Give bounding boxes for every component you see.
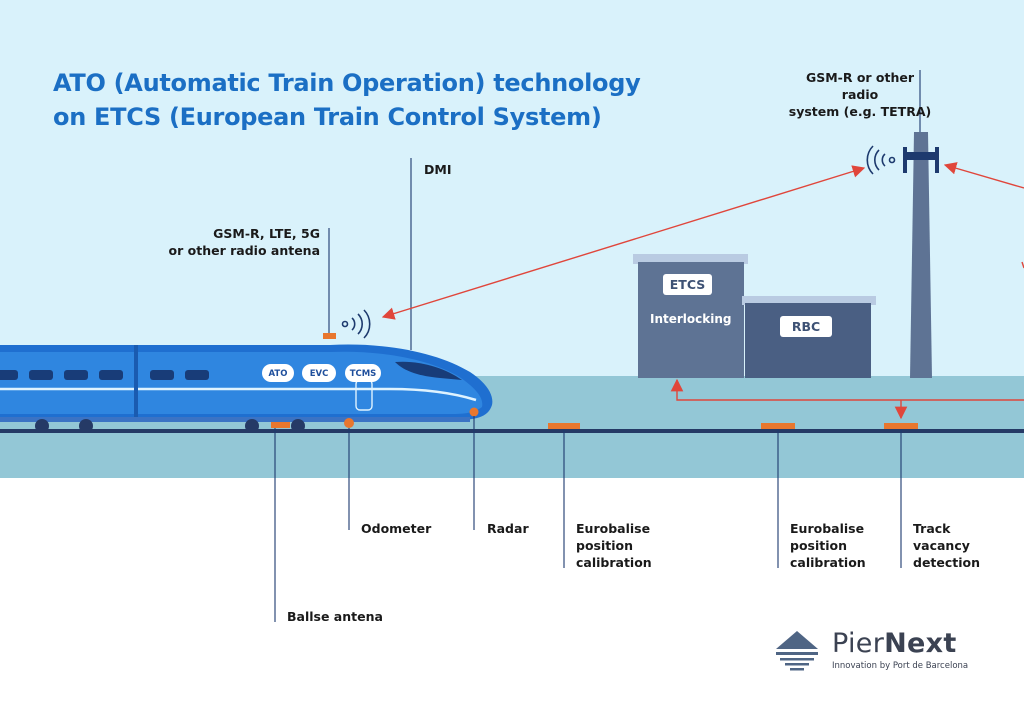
tcms-badge: TCMS xyxy=(349,369,377,379)
logo-wordmark: PierNext xyxy=(832,628,957,659)
track-vacancy-line-3: detection xyxy=(913,555,981,570)
eurobalise-a-line-1: Eurobalise xyxy=(576,521,651,536)
eurobalise-a-line-3: calibration xyxy=(576,555,652,570)
track-vacancy-marker xyxy=(884,423,918,429)
eurobalise-b-line-1: Eurobalise xyxy=(790,521,865,536)
eurobalise-a-marker xyxy=(548,423,580,429)
train-radio-antenna-line-1: GSM-R, LTE, 5G xyxy=(213,226,320,241)
train-signal-waves-icon xyxy=(341,309,371,339)
logo-tagline: Innovation by Port de Barcelona xyxy=(832,661,969,671)
etcs-badge: ETCS xyxy=(669,277,706,292)
title-line-2: on ETCS (European Train Control System) xyxy=(53,103,602,131)
white-lower-area xyxy=(0,478,1024,705)
eurobalise-b-line-2: position xyxy=(790,538,848,553)
tower-radio-system-label: GSM-R or other radio system (e.g. TETRA) xyxy=(786,69,934,120)
interlocking-label: Interlocking xyxy=(650,312,732,326)
eurobalise-a-line-2: position xyxy=(576,538,634,553)
track-vacancy-line-2: vacancy xyxy=(913,538,970,553)
eurobalise-b-label: Eurobalise position calibration xyxy=(790,520,866,571)
tower-radio-system-line-1: GSM-R or other radio xyxy=(805,70,915,102)
communication-arrows xyxy=(381,162,1024,420)
ato-badge: ATO xyxy=(268,369,288,379)
eurobalise-b-marker xyxy=(761,423,795,429)
eurobalise-b-line-3: calibration xyxy=(790,555,866,570)
radar-label: Radar xyxy=(487,521,529,536)
radio-link-arrow xyxy=(381,165,866,320)
rbc-badge: RBC xyxy=(791,319,821,334)
dmi-label: DMI xyxy=(424,162,452,177)
eurobalise-a-label: Eurobalise position calibration xyxy=(576,520,652,571)
balise-antenna-label: Ballse antena xyxy=(287,609,383,624)
piernext-logo: PierNext Innovation by Port de Barcelona xyxy=(775,628,975,678)
piernext-logo-icon xyxy=(776,631,818,671)
interlocking-link-arrow xyxy=(670,378,1024,401)
track-vacancy-line-1: Track xyxy=(913,521,951,536)
odometer-label: Odometer xyxy=(361,521,432,536)
page-title: ATO (Automatic Train Operation) technolo… xyxy=(53,66,641,134)
logo-name-light: Pier xyxy=(832,628,885,659)
train-badges xyxy=(262,364,381,382)
tower-radio-system-line-2: system (e.g. TETRA) xyxy=(788,104,932,119)
track-vacancy-label: Track vacancy detection xyxy=(913,520,980,571)
evc-badge: EVC xyxy=(309,369,329,379)
train-radio-antenna-label: GSM-R, LTE, 5G or other radio antena xyxy=(160,225,320,259)
tower-incoming-arrow xyxy=(943,162,1024,189)
logo-name-bold: Next xyxy=(884,628,957,659)
tower-signal-waves-icon xyxy=(866,145,896,175)
title-line-1: ATO (Automatic Train Operation) technolo… xyxy=(53,69,641,97)
rail-line xyxy=(0,429,1024,433)
train-radio-antenna-line-2: or other radio antena xyxy=(168,243,320,258)
radio-tower xyxy=(903,132,939,378)
